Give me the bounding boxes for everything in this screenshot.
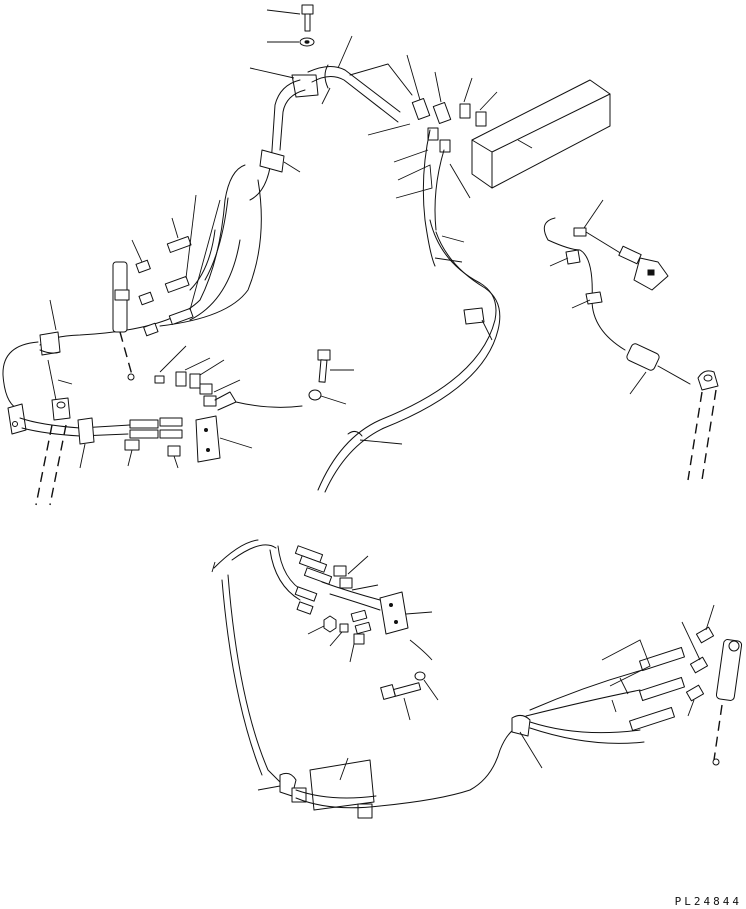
left-clamp [39, 299, 61, 356]
bottom-right-clamp [511, 714, 543, 769]
lower-nut [307, 615, 337, 635]
lower-block [379, 591, 433, 635]
lower-left-clamp [77, 417, 95, 469]
lower-fittings [294, 545, 381, 615]
bottom-left-clamp [257, 772, 297, 797]
mid-hose-clamp [463, 307, 493, 341]
center-washer [308, 389, 347, 405]
right-sensor [626, 343, 691, 395]
bottom-sleeve [309, 757, 375, 811]
bottom-fitting-2 [357, 803, 373, 819]
lower-left-bracket [7, 403, 27, 435]
right-cable-connector-1 [573, 199, 623, 255]
right-cable-clip-2 [571, 291, 603, 309]
bottom-right-cylinder [712, 639, 743, 766]
boom-block [471, 79, 611, 189]
lower-washer [414, 671, 439, 701]
top-washer [267, 37, 315, 47]
lower-bolt [380, 682, 422, 721]
center-bolt [317, 349, 354, 383]
boom-fittings [367, 54, 498, 267]
right-arm [687, 370, 719, 481]
bottom-right-elbows [681, 604, 715, 717]
lower-small-fitting [329, 623, 349, 647]
upper-left-cylinder [112, 261, 135, 381]
top-bolt [266, 4, 314, 32]
bottom-right-hose-ends [601, 639, 685, 732]
left-hose-ends [124, 417, 183, 469]
center-left-fittings [154, 345, 303, 411]
center-clip [347, 430, 403, 445]
drawing-part-number: PL24844 [675, 895, 742, 908]
bottom-fitting-1 [291, 787, 307, 803]
right-cable-clip-1 [549, 249, 581, 267]
left-arm [35, 397, 71, 506]
right-plug [618, 245, 669, 291]
lower-elbows [349, 609, 372, 663]
upper-left-fittings [131, 194, 241, 337]
mid-left-clamp [259, 149, 301, 173]
left-block [195, 415, 253, 463]
